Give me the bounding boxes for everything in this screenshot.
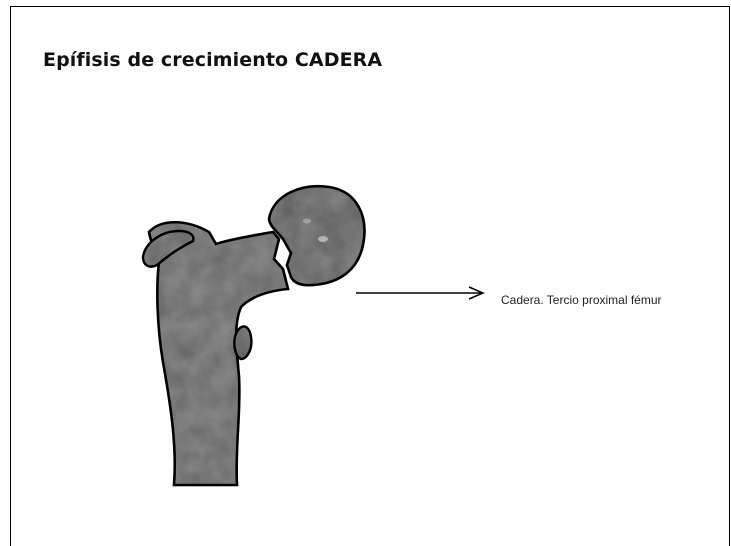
slide: Epífisis de crecimiento CADERA [10,6,730,546]
femur-shaft [149,222,288,485]
pointer-arrow [356,287,483,299]
lesser-trochanter [234,327,251,360]
arrow-label: Cadera. Tercio proximal fémur [501,293,662,307]
femur-drawing [11,7,731,537]
